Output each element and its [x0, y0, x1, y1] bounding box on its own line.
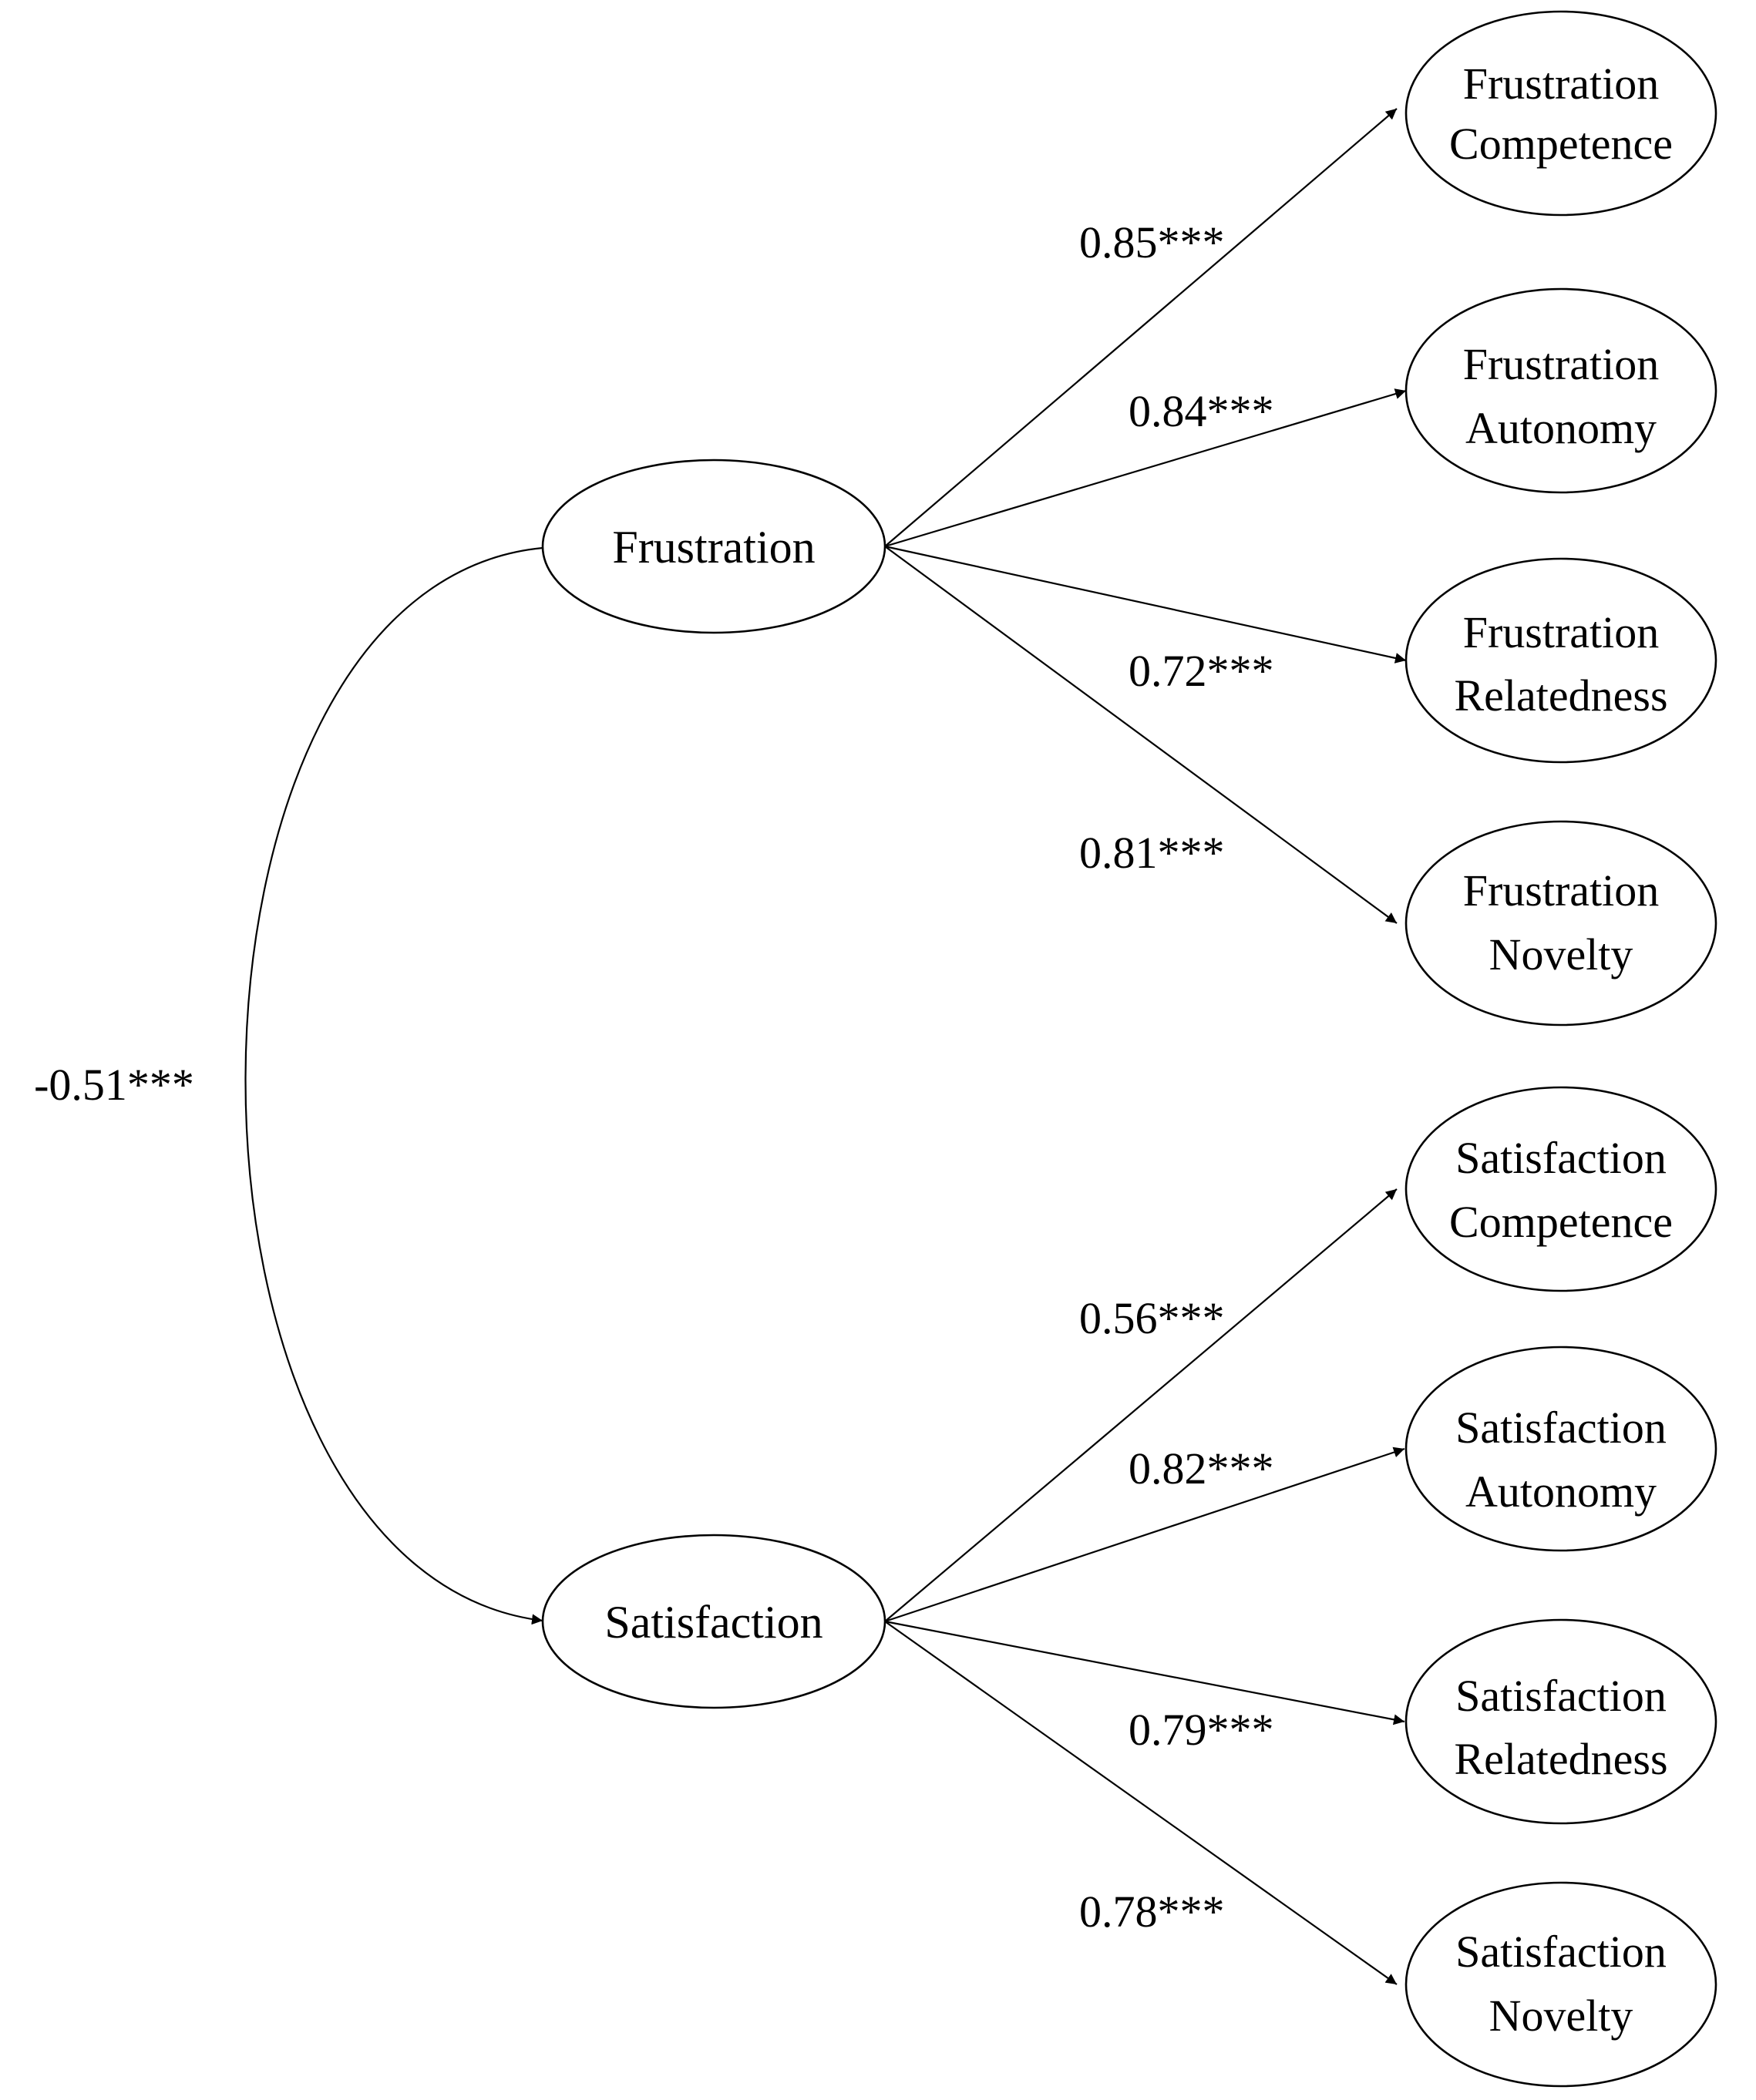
indicator-label: Frustration [1463, 59, 1660, 109]
loading-arrow-frustration-relatedness [884, 545, 1407, 664]
indicator-label: Frustration [1463, 339, 1660, 389]
indicator-label: Competence [1449, 1197, 1673, 1247]
indicator-node-satisfaction-competence: Satisfaction Competence [1404, 1086, 1717, 1292]
loading-arrow-satisfaction-competence [884, 1188, 1398, 1622]
loading-label: 0.85*** [1079, 217, 1225, 267]
loading-arrow-satisfaction-relatedness [884, 1620, 1405, 1725]
indicator-label: Satisfaction [1455, 1927, 1667, 1977]
indicator-node-satisfaction-novelty: Satisfaction Novelty [1404, 1881, 1717, 2088]
indicator-label: Autonomy [1465, 403, 1657, 453]
latent-node-satisfaction: Satisfaction [541, 1534, 886, 1709]
loading-arrow-frustration-novelty [884, 546, 1398, 924]
loading-label: 0.56*** [1079, 1293, 1225, 1343]
latent-node-frustration: Frustration [541, 459, 886, 634]
indicator-node-frustration-relatedness: Frustration Relatedness [1404, 557, 1717, 764]
indicator-label: Relatedness [1454, 670, 1667, 721]
indicator-node-frustration-autonomy: Frustration Autonomy [1404, 287, 1717, 494]
indicator-node-satisfaction-relatedness: Satisfaction Relatedness [1404, 1618, 1717, 1825]
indicator-label: Competence [1449, 119, 1673, 169]
indicator-label: Satisfaction [1455, 1403, 1667, 1453]
indicator-node-frustration-novelty: Frustration Novelty [1404, 820, 1717, 1026]
indicator-label: Autonomy [1465, 1467, 1657, 1517]
indicator-label: Novelty [1489, 929, 1633, 979]
covariance-arrow [244, 541, 554, 1625]
indicator-label: Novelty [1489, 1991, 1633, 2041]
indicator-label: Satisfaction [1455, 1133, 1667, 1183]
indicator-label: Satisfaction [1455, 1671, 1667, 1721]
loading-arrow-frustration-competence [884, 108, 1398, 547]
loading-label: 0.79*** [1129, 1705, 1274, 1755]
loading-label: 0.78*** [1079, 1887, 1225, 1937]
latent-label: Frustration [612, 522, 815, 573]
loading-label: 0.81*** [1079, 828, 1225, 878]
latent-label: Satisfaction [604, 1597, 822, 1648]
indicator-label: Relatedness [1454, 1734, 1667, 1784]
covariance-label: -0.51*** [34, 1060, 194, 1110]
loading-label: 0.82*** [1129, 1443, 1274, 1494]
loading-arrow-satisfaction-autonomy [884, 1446, 1405, 1623]
indicator-node-frustration-competence: Frustration Competence [1404, 10, 1717, 217]
loading-arrow-satisfaction-novelty [884, 1621, 1398, 1985]
indicator-label: Frustration [1463, 607, 1660, 657]
indicator-node-satisfaction-autonomy: Satisfaction Autonomy [1404, 1346, 1717, 1552]
loading-label: 0.72*** [1129, 646, 1274, 696]
loading-label: 0.84*** [1129, 386, 1274, 436]
loading-arrow-frustration-autonomy [884, 388, 1407, 548]
indicator-label: Frustration [1463, 865, 1660, 916]
